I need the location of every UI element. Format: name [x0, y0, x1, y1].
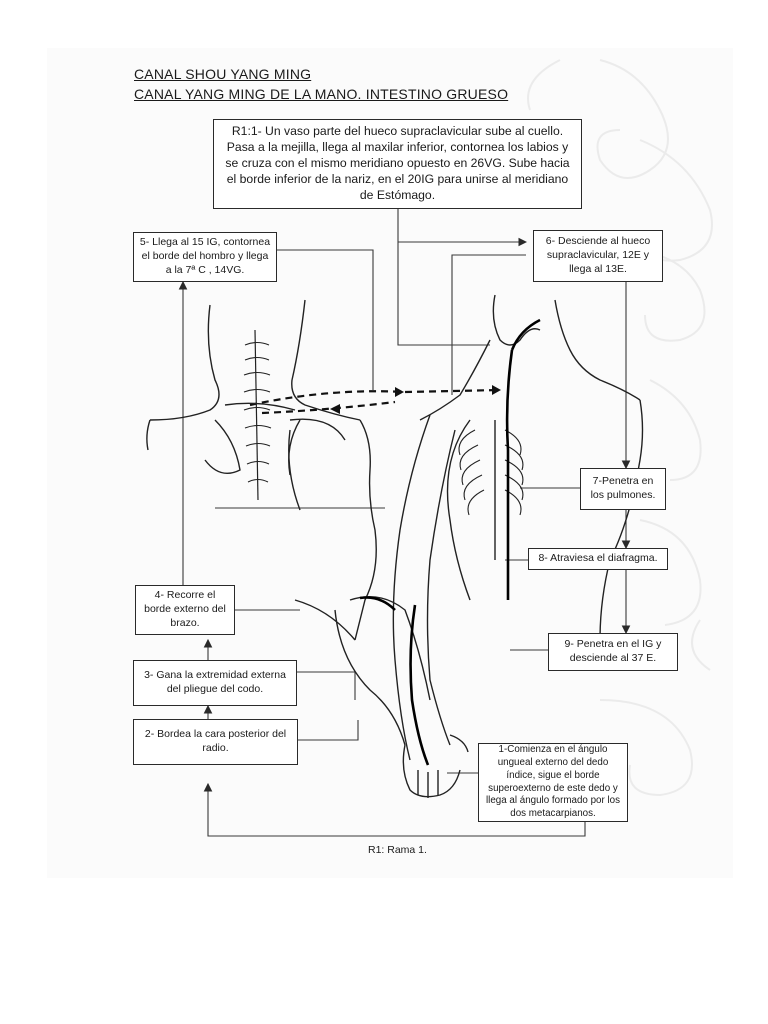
dashed-pathway	[249, 388, 501, 415]
step-text-5: 5- Llega al 15 IG, contornea el borde de…	[139, 236, 271, 276]
step-text-9: 9- Penetra en el IG y desciende al 37 E.	[564, 638, 662, 664]
step-text-1: 1-Comienza en el ángulo ungueal externo …	[486, 743, 620, 820]
connector-lines	[178, 209, 631, 837]
step-box-3: 3- Gana la extremidad externa del pliegu…	[133, 660, 297, 706]
step-text-8: 8- Atraviesa el diafragma.	[538, 552, 658, 565]
step-box-8: 8- Atraviesa el diafragma.	[528, 548, 668, 570]
meridian-pathway	[359, 318, 541, 766]
step-text-6: 6- Desciende al hueco supraclavicular, 1…	[545, 235, 651, 275]
title-line-1: CANAL SHOU YANG MING	[134, 66, 312, 82]
step-box-9: 9- Penetra en el IG y desciende al 37 E.	[548, 633, 678, 671]
back-view-figure	[146, 299, 377, 641]
step-box-7: 7-Penetra en los pulmones.	[580, 468, 666, 510]
step-box-4: 4- Recorre el borde externo del brazo.	[135, 585, 235, 635]
step-box-1: 1-Comienza en el ángulo ungueal externo …	[478, 743, 628, 822]
title-line-2: CANAL YANG MING DE LA MANO. INTESTINO GR…	[134, 86, 509, 102]
step-box-6: 6- Desciende al hueco supraclavicular, 1…	[533, 230, 663, 282]
front-view-figure	[334, 294, 644, 798]
step-text-3: 3- Gana la extremidad externa del pliegu…	[144, 669, 286, 695]
step-box-r1: R1:1- Un vaso parte del hueco supraclavi…	[213, 119, 582, 209]
step-text-7: 7-Penetra en los pulmones.	[590, 475, 656, 501]
step-text-2: 2- Bordea la cara posterior del radio.	[144, 728, 287, 754]
step-box-2: 2- Bordea la cara posterior del radio.	[133, 719, 298, 765]
step-box-5: 5- Llega al 15 IG, contornea el borde de…	[133, 232, 277, 282]
step-text-4: 4- Recorre el borde externo del brazo.	[144, 589, 226, 629]
caption-r1: R1: Rama 1.	[368, 844, 427, 856]
step-text-r1: R1:1- Un vaso parte del hueco supraclavi…	[225, 124, 570, 202]
